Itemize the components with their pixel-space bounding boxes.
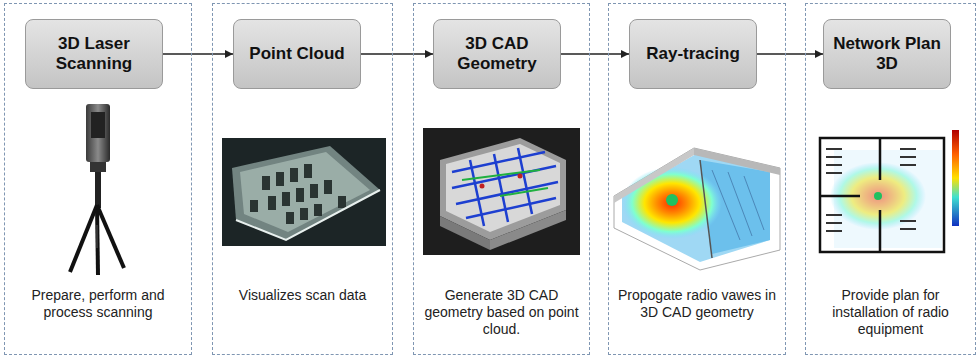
stage-panel: Visualizes scan data Point Cloud	[212, 3, 393, 355]
stage-panel: Propogate radio vawes in 3D CAD geometry…	[608, 3, 786, 355]
cad-figure	[423, 128, 580, 255]
box-title: Ray-tracing	[646, 44, 740, 64]
flow-arrow	[361, 53, 433, 55]
point-cloud-figure	[222, 138, 386, 246]
box-title: 3D Laser Scanning	[34, 34, 154, 75]
scanner-figure	[70, 104, 124, 275]
flow-arrow	[561, 53, 629, 55]
stage-caption: Propogate radio vawes in 3D CAD geometry	[617, 287, 777, 321]
stage-panel: Generate 3D CAD geometry based on point …	[413, 3, 590, 355]
stage-panel: Provide plan for installation of radio e…	[805, 3, 976, 355]
process-box: Network Plan 3D	[823, 19, 951, 89]
process-box: Point Cloud	[233, 19, 361, 89]
stage-caption: Generate 3D CAD geometry based on point …	[422, 287, 581, 338]
process-box: 3D CAD Geometry	[433, 19, 561, 89]
stage-panel: Prepare, perform and process scanning 3D …	[4, 3, 192, 355]
box-title: Network Plan 3D	[832, 34, 942, 75]
process-box: 3D Laser Scanning	[25, 19, 163, 89]
process-box: Ray-tracing	[629, 19, 757, 89]
box-title: 3D CAD Geometry	[442, 34, 552, 75]
flow-arrow	[163, 53, 233, 55]
box-title: Point Cloud	[249, 44, 344, 64]
stage-caption: Visualizes scan data	[221, 287, 384, 304]
network-plan-figure	[810, 122, 970, 264]
flow-arrow	[757, 53, 823, 55]
stage-caption: Provide plan for installation of radio e…	[814, 287, 967, 338]
ray-tracing-figure	[614, 148, 780, 270]
stage-caption: Prepare, perform and process scanning	[13, 287, 183, 321]
